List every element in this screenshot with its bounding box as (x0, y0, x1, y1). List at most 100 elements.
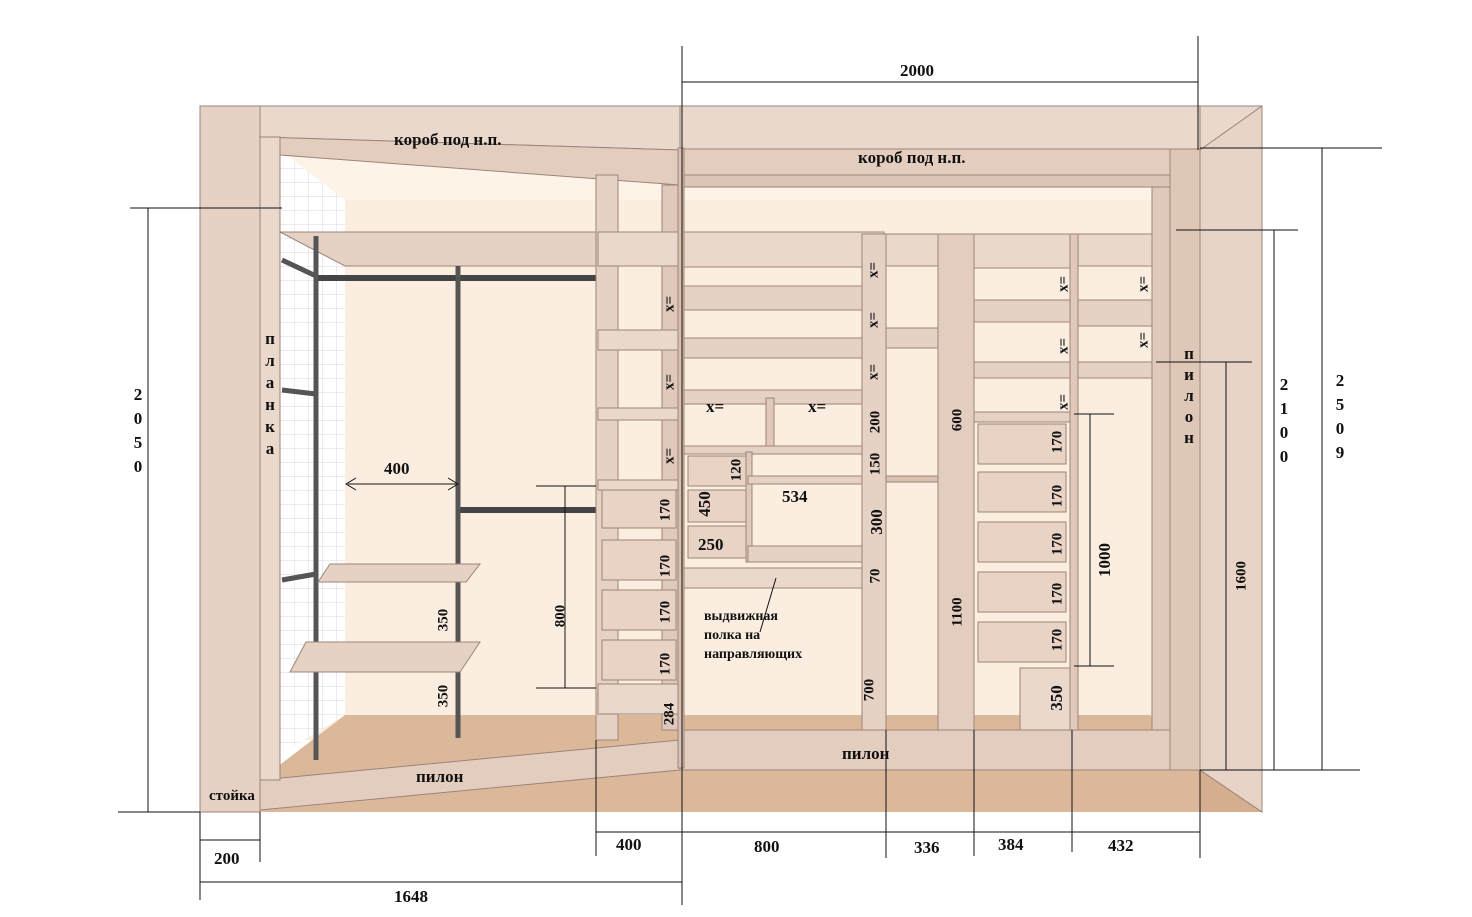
c4-350: 350 (1047, 685, 1066, 711)
corner-shelf-1 (317, 563, 482, 583)
c3-600: 600 (949, 409, 965, 432)
korob-right-label: короб под н.п. (858, 148, 966, 167)
col1-drawer-2 (601, 539, 677, 581)
col4-base (1019, 667, 1073, 731)
center-divider (677, 147, 685, 769)
col4-drawer-3 (977, 521, 1067, 563)
c2-300: 300 (867, 509, 886, 535)
left-wall-tiles (280, 150, 345, 755)
rail-side-3 (281, 571, 317, 583)
pylon-left-bottom (259, 739, 681, 811)
c2-450: 450 (695, 491, 714, 517)
dim-bot-336: 336 (914, 838, 940, 857)
col2-shelf-2 (683, 285, 885, 311)
c1-170-3: 170 (657, 601, 673, 624)
col5-shelf-3 (1077, 361, 1153, 379)
dim-bot-800: 800 (754, 837, 780, 856)
col4-shelf-2 (973, 299, 1075, 323)
col1-drawer-4 (601, 639, 677, 681)
c2-120: 120 (728, 459, 744, 482)
col4-shelf-4 (973, 411, 1075, 423)
rail-side-1 (280, 257, 318, 279)
col1-shelf-3 (597, 407, 679, 421)
c4-x-3: x= (1055, 394, 1071, 410)
c3-1100: 1100 (949, 597, 965, 626)
dim-rail-350-a: 350 (435, 609, 451, 632)
col1-base (597, 683, 679, 715)
pylon-right-bottom (681, 729, 1171, 771)
c2-x-3: x= (865, 364, 881, 380)
col1-shelf-4 (597, 479, 679, 491)
column-3 (885, 233, 975, 731)
c1-170-4: 170 (657, 653, 673, 676)
c4-170-5: 170 (1049, 629, 1065, 652)
c4-x-1: x= (1055, 276, 1071, 292)
note-line-2: полка на (704, 628, 760, 643)
col4-drawer-2 (977, 471, 1067, 513)
col4-right-panel (1069, 233, 1079, 731)
col5-shelf-1 (1077, 233, 1153, 267)
col2-right-panel (861, 233, 887, 731)
dimension-lines (118, 36, 1382, 905)
dim-bot-432: 432 (1108, 836, 1134, 855)
dim-bot-1648: 1648 (394, 887, 428, 906)
c1-x-3: x= (661, 448, 677, 464)
c1-x-1: x= (661, 296, 677, 312)
column-5 (1077, 186, 1171, 731)
c2-534: 534 (782, 487, 808, 506)
c5-x-1: x= (1135, 276, 1151, 292)
col4-drawer-5 (977, 621, 1067, 663)
note-line-1: выдвижная (704, 609, 778, 624)
c4-170-2: 170 (1049, 485, 1065, 508)
col3-right-panel (937, 233, 975, 731)
c2-x-4: x= (706, 397, 724, 416)
dim-rail-400: 400 (384, 459, 410, 478)
col2-mini-divider (765, 397, 775, 447)
col2-pullout-shelf (683, 567, 885, 589)
left-stand-board (199, 105, 261, 813)
dim-rail-350-b: 350 (435, 685, 451, 708)
col5-right-panel (1151, 186, 1171, 731)
c1-170-2: 170 (657, 555, 673, 578)
col1-drawer-1 (601, 489, 677, 529)
dim-right-1600: 1600 (1233, 561, 1249, 591)
pylon-right-label: пилон (842, 744, 890, 763)
c2-700: 700 (861, 679, 877, 702)
corner-shelf-2 (289, 641, 481, 673)
col4-shelf-1 (973, 233, 1075, 269)
col1-shelf-1 (597, 231, 679, 267)
column-1 (595, 174, 679, 741)
col2-drawer-250 (687, 525, 747, 559)
c2-70: 70 (867, 569, 883, 584)
c2-200: 200 (867, 411, 883, 434)
c2-x-1: x= (865, 262, 881, 278)
right-side-inner (1199, 105, 1263, 813)
c2-x-5: x= (808, 397, 826, 416)
c4-x-2: x= (1055, 338, 1071, 354)
c1-170-1: 170 (657, 499, 673, 522)
col2-drawer-450 (687, 489, 747, 523)
c4-170-4: 170 (1049, 583, 1065, 606)
korob-right-shelf (681, 174, 1171, 188)
c2-x-2: x= (865, 312, 881, 328)
col2-drawer-120 (687, 455, 747, 487)
pylon-left-label: пилон (416, 767, 464, 786)
korob-left-label: короб под н.п. (394, 130, 502, 149)
top-board-right (679, 105, 1201, 150)
c1-284: 284 (661, 702, 677, 725)
col4-drawer-1 (977, 423, 1067, 465)
outer-frame (199, 105, 1263, 813)
c5-x-2: x= (1135, 332, 1151, 348)
c2-150: 150 (867, 453, 883, 476)
col2-shelf-5 (683, 445, 885, 455)
col4-shelf-3 (973, 361, 1075, 379)
dim-top-2000: 2000 (900, 61, 934, 80)
col2-shelf-1 (683, 231, 885, 268)
